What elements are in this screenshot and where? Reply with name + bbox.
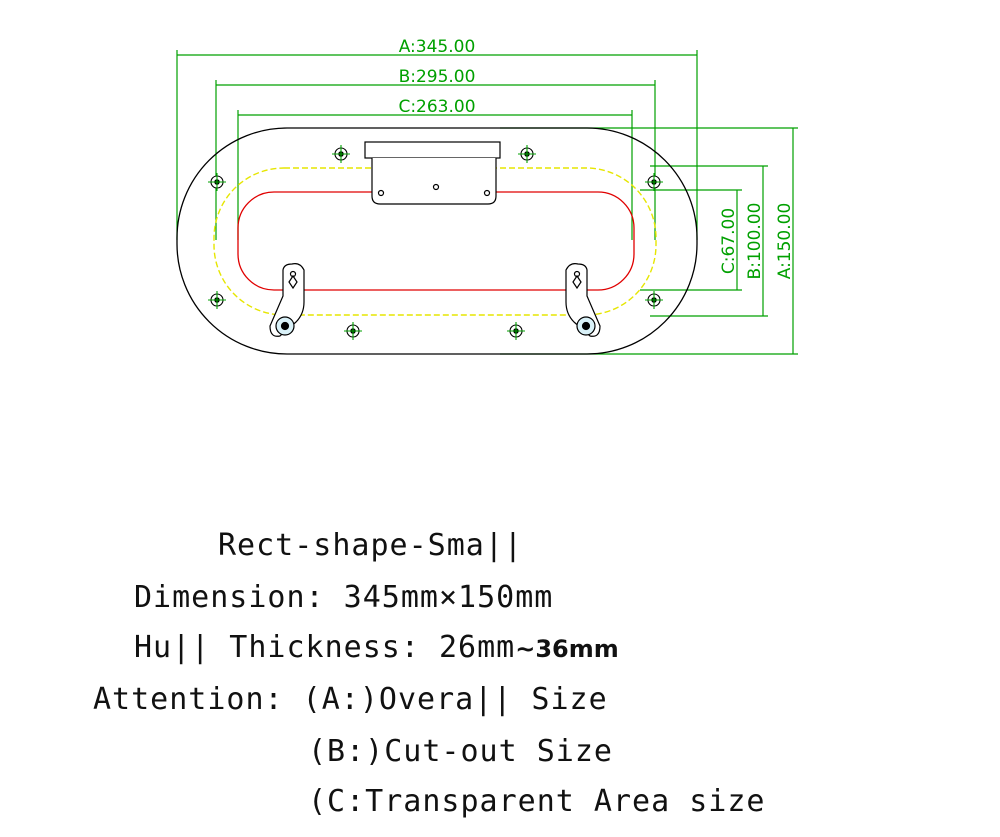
latch-left [269,263,305,337]
dimension-a-width-label: A:345.00 [399,37,476,57]
caption-title: Rect-shape-Sma|| [218,528,523,563]
hull-thickness-prefix: Hu|| Thickness: 26mm [134,630,516,665]
dimension-c-width-label: C:263.00 [398,97,475,117]
latch-right [565,263,601,337]
width-dimensions [176,50,698,240]
hatch-cutout-outline [213,167,657,316]
caption-attention-a: Attention: (A:)Overa|| Size [93,682,608,717]
hinge-handle [364,141,501,205]
screw-icon [332,145,350,163]
screw-icon [208,291,226,309]
caption-attention-c: (C:Transparent Area size [308,784,766,819]
dimension-b-height-label: B:100.00 [745,203,765,280]
screw-icons [208,145,663,340]
caption-attention-b: (B:)Cut-out Size [308,734,613,769]
caption-dimension: Dimension: 345mm×150mm [134,580,554,615]
dimension-a-height-label: A:150.00 [775,203,795,280]
hatch-technical-drawing: A:345.00 B:295.00 C:263.00 A:150.00 B:10… [176,37,798,355]
caption-hull-thickness: Hu|| Thickness: 26mm~36mm [134,630,619,665]
hatch-outer-frame [176,127,698,355]
screw-icon [518,145,536,163]
hull-thickness-suffix: ~36mm [515,635,619,663]
screw-icon [645,173,663,191]
screw-icon [645,291,663,309]
dimension-b-width-label: B:295.00 [399,67,476,87]
dimension-c-height-label: C:67.00 [719,208,739,274]
screw-icon [208,173,226,191]
screw-icon [507,322,525,340]
screw-icon [344,322,362,340]
